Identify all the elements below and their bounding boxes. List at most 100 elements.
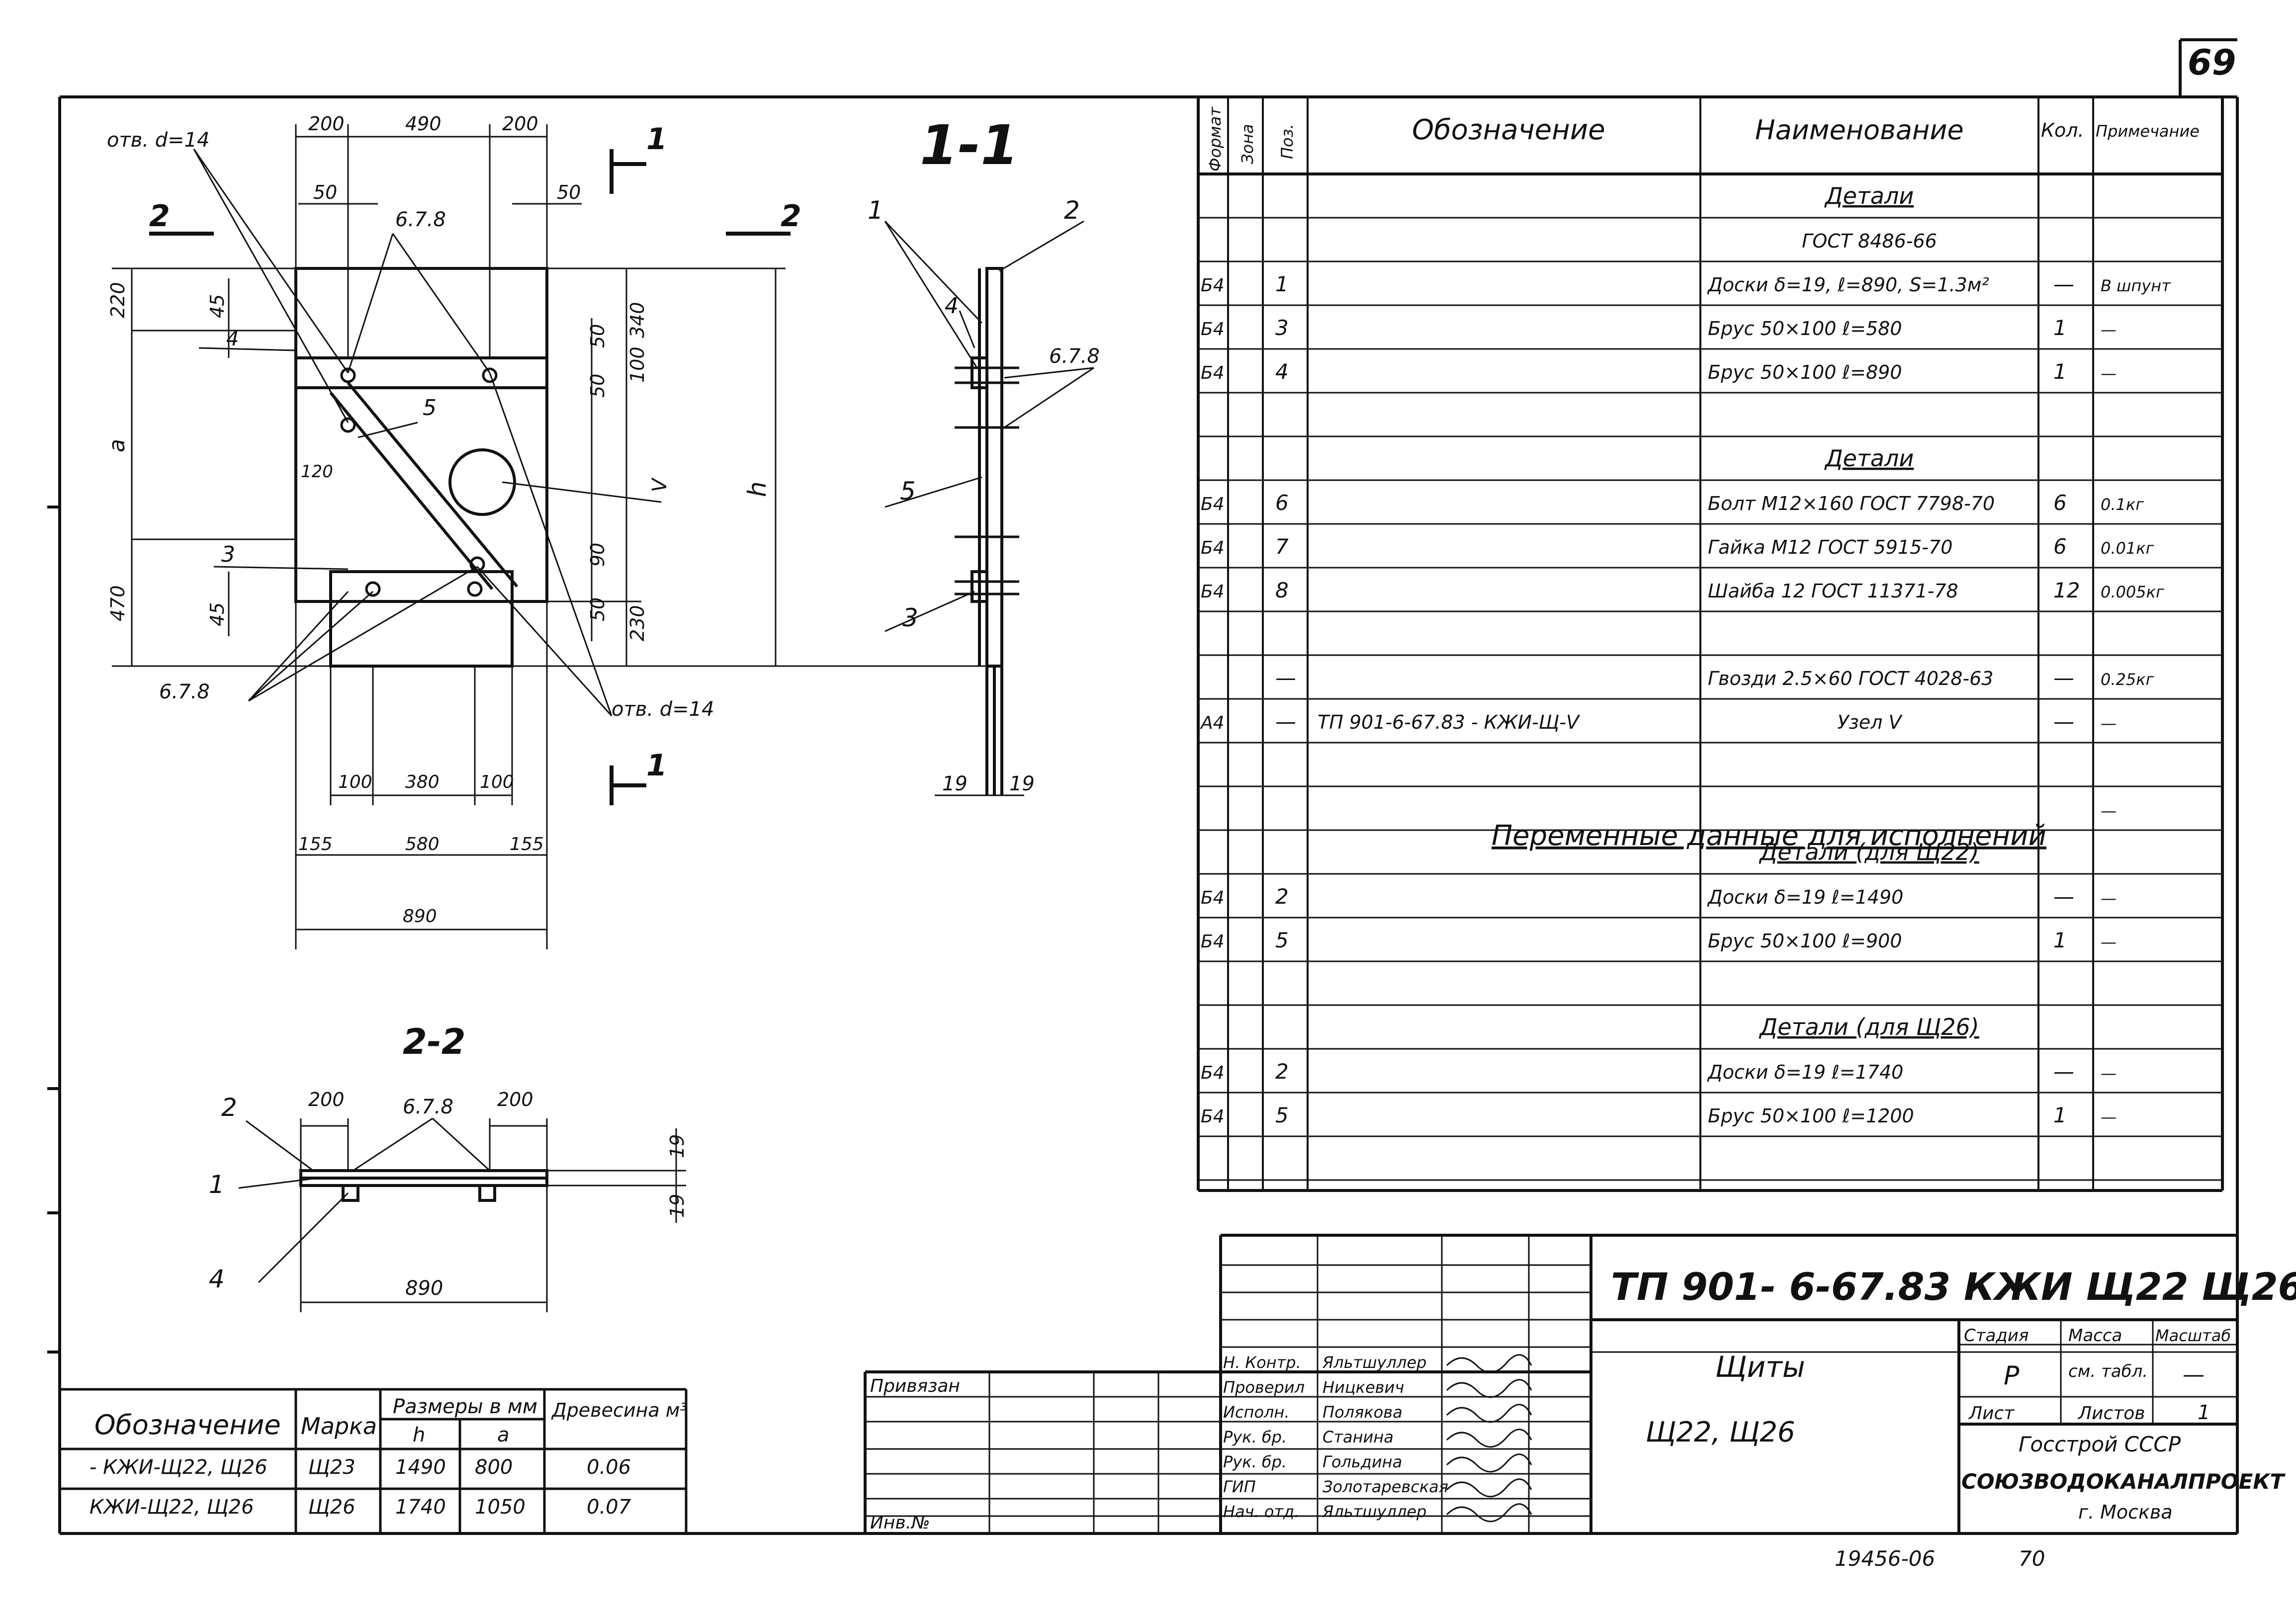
section-2-2-view: 2-2 2 1 4 6.7.8 200 200 <box>209 1021 688 1312</box>
spec-head-pos: Поз. <box>1278 124 1297 159</box>
vt-cell-h: 1740 <box>395 1496 446 1519</box>
spec-table: Формат Зона Поз. Обозначение Наименовани… <box>1197 97 2224 1192</box>
section-mark-1-top-label: 1 <box>646 122 667 157</box>
spec-cell-name: Доски δ=19 ℓ=1490 <box>1707 886 1903 908</box>
spec-cell-note: 0.005кг <box>2101 583 2164 601</box>
spec-cell-format: Б4 <box>1201 363 1225 383</box>
spec-cell-name: ГОСТ 8486-66 <box>1802 230 1937 252</box>
spec-cell-qty: 1 <box>2053 928 2067 952</box>
spec-cell-name: Доски δ=19, ℓ=890, S=1.3м² <box>1707 274 1989 296</box>
vt-head-wood: Древесина м³ <box>551 1399 688 1421</box>
title-object-sub: Щ22, Щ26 <box>1646 1416 1795 1448</box>
spec-cell-qty: — <box>2053 884 2074 909</box>
spec-cell-pos: 3 <box>1275 316 1289 340</box>
s22-dim-19b: 19 <box>666 1194 688 1218</box>
sheet-header: Лист <box>1968 1403 2015 1424</box>
dim-top-small-left: 50 <box>313 181 337 203</box>
spec-cell-name: Брус 50×100 ℓ=1200 <box>1708 1105 1914 1127</box>
spec-cell-designation: ТП 901-6-67.83 - КЖИ-Щ-V <box>1318 711 1581 733</box>
scale-value: — <box>2183 1362 2205 1387</box>
spec-cell-pos: 5 <box>1275 1103 1289 1127</box>
signer-name: Полякова <box>1323 1403 1403 1422</box>
spec-cell-name: Брус 50×100 ℓ=890 <box>1708 361 1902 383</box>
section-mark-2-label: 2 <box>149 199 170 234</box>
front-dims-text: 200 490 200 50 50 220 45 a 470 45 120 34… <box>104 113 772 927</box>
hole-label-bottom: отв. d=14 <box>612 698 714 721</box>
dim-bottom-380: 380 <box>405 772 440 792</box>
dim-left-upper: 220 <box>107 282 129 318</box>
section-mark-2-right-label: 2 <box>781 199 801 234</box>
s22-callout-4: 4 <box>209 1265 225 1293</box>
callout-3: 3 <box>221 542 235 567</box>
mass-header: Масса <box>2068 1326 2122 1346</box>
vt-cell-mark: Щ26 <box>308 1496 355 1519</box>
s22-dim-200a: 200 <box>308 1089 345 1110</box>
dim-right-50b: 50 <box>587 374 609 398</box>
front-dimension-lines <box>112 124 989 949</box>
callout-node-v: V <box>648 477 671 492</box>
dim-bottom-890: 890 <box>403 906 437 927</box>
vt-cell-a: 1050 <box>475 1496 526 1519</box>
panel-outline <box>294 267 548 603</box>
privyazan-label: Привязан <box>870 1376 960 1396</box>
spec-cell-name: Болт М12×160 ГОСТ 7798-70 <box>1708 493 1995 514</box>
spec-cell-pos: 2 <box>1275 884 1289 909</box>
dim-bottom-155b: 155 <box>510 834 544 854</box>
spec-cell-note: — <box>2101 364 2117 383</box>
spec-cell-note: В шпунт <box>2101 276 2171 295</box>
signature-mark <box>1446 1503 1532 1523</box>
s11-dim-19b: 19 <box>1009 772 1035 795</box>
spec-cell-format: Б4 <box>1201 1063 1225 1083</box>
signer-role: Исполн. <box>1223 1403 1290 1422</box>
dim-bottom-100b: 100 <box>480 772 514 792</box>
variants-table: Обозначение Марка Размеры в мм h a Древе… <box>60 1388 688 1533</box>
s22-callout-2: 2 <box>221 1093 237 1122</box>
dim-bottom-100a: 100 <box>338 772 372 792</box>
spec-cell-format: Б4 <box>1201 1106 1225 1127</box>
spec-cell-name: Детали (для Щ22) <box>1759 839 1979 865</box>
spec-cell-format: А4 <box>1200 713 1225 733</box>
dim-left-upper-inner: 45 <box>206 294 228 318</box>
spec-cell-format: Б4 <box>1201 582 1225 602</box>
signer-name: Гольдина <box>1323 1452 1402 1471</box>
signer-name: Яльтшуллер <box>1322 1353 1426 1372</box>
dim-top-right: 200 <box>502 113 538 135</box>
spec-head-name: Наименование <box>1755 114 1964 146</box>
s22-dim-19a: 19 <box>666 1134 688 1158</box>
spec-cell-name: Доски δ=19 ℓ=1740 <box>1707 1061 1903 1083</box>
dim-bottom-155a: 155 <box>298 834 333 854</box>
spec-cell-format: Б4 <box>1201 538 1225 558</box>
dim-top-small-right: 50 <box>557 181 581 203</box>
callout-4: 4 <box>226 328 239 350</box>
vt-cell-wood: 0.06 <box>587 1456 631 1479</box>
spec-cell-pos: 1 <box>1275 272 1289 296</box>
spec-head-qty: Кол. <box>2041 119 2084 141</box>
dim-left-main: a <box>104 439 130 452</box>
spec-head-note: Примечание <box>2096 122 2200 141</box>
vt-head-dims: Размеры в мм <box>393 1395 537 1418</box>
spec-cell-name: Детали (для Щ26) <box>1759 1014 1979 1040</box>
spec-cell-qty: — <box>2053 272 2074 296</box>
s11-callout-678: 6.7.8 <box>1049 345 1100 368</box>
spec-cell-name: Гайка М12 ГОСТ 5915-70 <box>1708 536 1952 558</box>
stage-header: Стадия <box>1964 1326 2029 1346</box>
s11-dim-19a: 19 <box>942 772 968 795</box>
spec-cell-format: Б4 <box>1201 932 1225 952</box>
pipe-opening <box>448 448 516 516</box>
bottom-ref-2: 70 <box>2019 1546 2045 1571</box>
callout-678-bottom: 6.7.8 <box>159 680 210 703</box>
signature-mark <box>1446 1354 1532 1373</box>
spec-cell-note: — <box>2101 320 2117 339</box>
spec-cell-note: 0.1кг <box>2101 495 2144 514</box>
sheets-header: Листов <box>2077 1403 2145 1424</box>
stage-value: Р <box>2004 1361 2020 1391</box>
signer-name: Станина <box>1323 1428 1394 1446</box>
spec-cell-qty: — <box>2053 709 2074 734</box>
s11-callout-2: 2 <box>1064 196 1080 225</box>
org-line-1: Госстрой СССР <box>2019 1432 2181 1456</box>
bolt-holes <box>340 367 498 597</box>
hole-label-top: отв. d=14 <box>107 129 210 152</box>
variable-data-label: Переменные данные для исполнений <box>1492 820 2046 852</box>
